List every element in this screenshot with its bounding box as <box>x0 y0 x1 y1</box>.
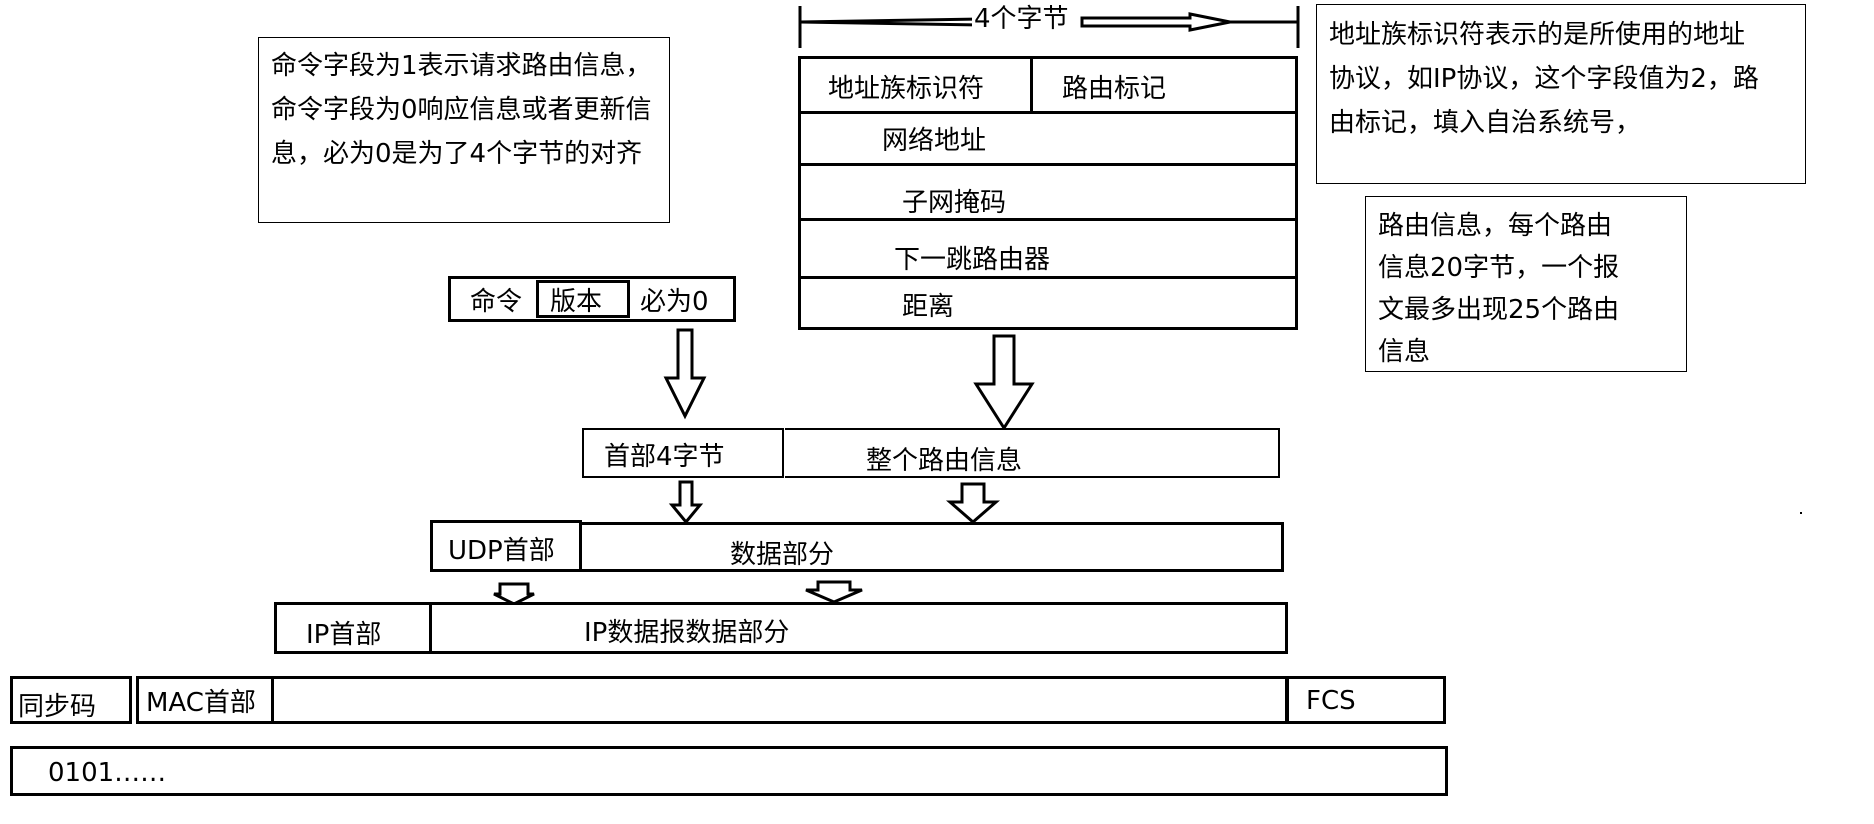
command-note-line: 命令字段为1表示请求路由信息， <box>271 51 652 81</box>
mac-header-cell <box>136 676 274 724</box>
ip-datagram-box <box>274 602 1288 654</box>
rip-message-box <box>582 428 1280 478</box>
sync-cell <box>10 676 132 724</box>
message-routes-label: 整个路由信息 <box>866 446 1023 476</box>
network-address-label: 网络地址 <box>882 126 987 156</box>
command-label: 命令 <box>470 287 523 317</box>
udp-header-label: UDP首部 <box>448 536 555 566</box>
family-note-line: 由标记，填入自治系统号， <box>1329 108 1642 138</box>
arrow-udp-header-down <box>493 582 535 606</box>
route-info-note-line: 路由信息，每个路由 <box>1378 211 1613 241</box>
mac-frame-box <box>136 676 1288 724</box>
route-entry-distance <box>798 276 1298 330</box>
route-info-note-line: 信息 <box>1378 337 1431 367</box>
udp-data-label: 数据部分 <box>730 540 835 570</box>
dimension-arrow-right <box>1080 12 1231 32</box>
command-note-line: 息，必为0是为了4个字节的对齐 <box>271 139 643 169</box>
four-bytes-label: 4个字节 <box>972 4 1071 34</box>
version-label: 版本 <box>550 287 603 317</box>
route-info-note: 路由信息，每个路由 信息20字节，一个报 文最多出现25个路由 信息 <box>1365 196 1687 372</box>
route-info-note-line: 文最多出现25个路由 <box>1378 295 1620 325</box>
route-entry-next-hop <box>798 218 1298 279</box>
bit-stream-box <box>10 746 1448 796</box>
ip-data-label: IP数据报数据部分 <box>584 618 790 648</box>
must-zero-label: 必为0 <box>640 287 709 317</box>
command-note-line: 命令字段为0响应信息或者更新信 <box>271 95 652 125</box>
arrow-rip-header-down <box>663 328 707 420</box>
stray-dot <box>1800 512 1802 514</box>
udp-header-cell <box>430 520 582 572</box>
route-info-note-line: 信息20字节，一个报 <box>1378 253 1620 283</box>
arrow-udp-data-down <box>805 580 863 604</box>
fcs-label: FCS <box>1306 686 1356 716</box>
dimension-arrow-left <box>799 17 982 27</box>
ip-header-cell <box>274 602 432 654</box>
rip-message-divider <box>782 428 785 478</box>
arrow-message-header-down <box>668 480 704 525</box>
route-tag-label: 路由标记 <box>1062 74 1167 104</box>
bit-stream-label: 0101…… <box>48 758 167 788</box>
rip-version-cell <box>536 280 630 318</box>
family-id-label: 地址族标识符 <box>828 74 985 104</box>
route-entry-subnet-mask <box>798 163 1298 221</box>
fcs-cell <box>1286 676 1446 724</box>
arrow-route-entry-down <box>973 334 1035 431</box>
arrow-message-routes-down <box>945 482 1001 524</box>
family-note: 地址族标识符表示的是所使用的地址 协议，如IP协议，这个字段值为2，路 由标记，… <box>1316 4 1806 184</box>
route-entry-divider <box>1030 56 1033 114</box>
sync-label: 同步码 <box>18 692 97 722</box>
distance-label: 距离 <box>902 292 955 322</box>
next-hop-label: 下一跳路由器 <box>894 245 1051 275</box>
mac-header-label: MAC首部 <box>146 688 256 718</box>
subnet-mask-label: 子网掩码 <box>902 188 1007 218</box>
family-note-line: 协议，如IP协议，这个字段值为2，路 <box>1329 64 1759 94</box>
command-note: 命令字段为1表示请求路由信息， 命令字段为0响应信息或者更新信 息，必为0是为了… <box>258 37 670 223</box>
route-entry-network-address <box>798 111 1298 166</box>
ip-header-label: IP首部 <box>306 620 382 650</box>
family-note-line: 地址族标识符表示的是所使用的地址 <box>1329 20 1746 50</box>
message-header-label: 首部4字节 <box>604 442 725 472</box>
